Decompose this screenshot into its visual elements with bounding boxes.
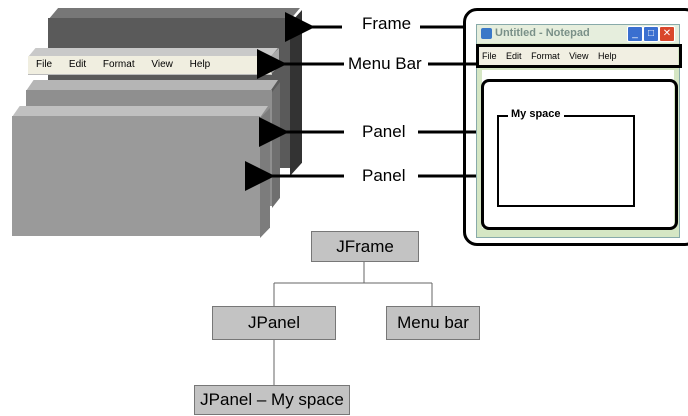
notepad-icon (481, 28, 492, 39)
tree-node-jpanel-myspace: JPanel – My space (194, 385, 350, 415)
notepad-titlebar: Untitled - Notepad _ □ ✕ (477, 25, 679, 43)
menubar-label: Menu Bar (348, 54, 422, 74)
minimize-button[interactable]: _ (627, 26, 643, 42)
frame-label: Frame (362, 14, 411, 34)
notepad-title: Untitled - Notepad (495, 27, 590, 39)
tree-node-jpanel: JPanel (212, 306, 336, 340)
myspace-box (497, 115, 635, 207)
maximize-button[interactable]: □ (643, 26, 659, 42)
myspace-label: My space (508, 108, 564, 120)
tree-node-menubar: Menu bar (386, 306, 480, 340)
close-button[interactable]: ✕ (659, 26, 675, 42)
tree-node-jframe: JFrame (311, 231, 419, 262)
panel-label-1: Panel (362, 122, 405, 142)
menubar-highlight-box (476, 44, 682, 68)
panel-label-2: Panel (362, 166, 405, 186)
